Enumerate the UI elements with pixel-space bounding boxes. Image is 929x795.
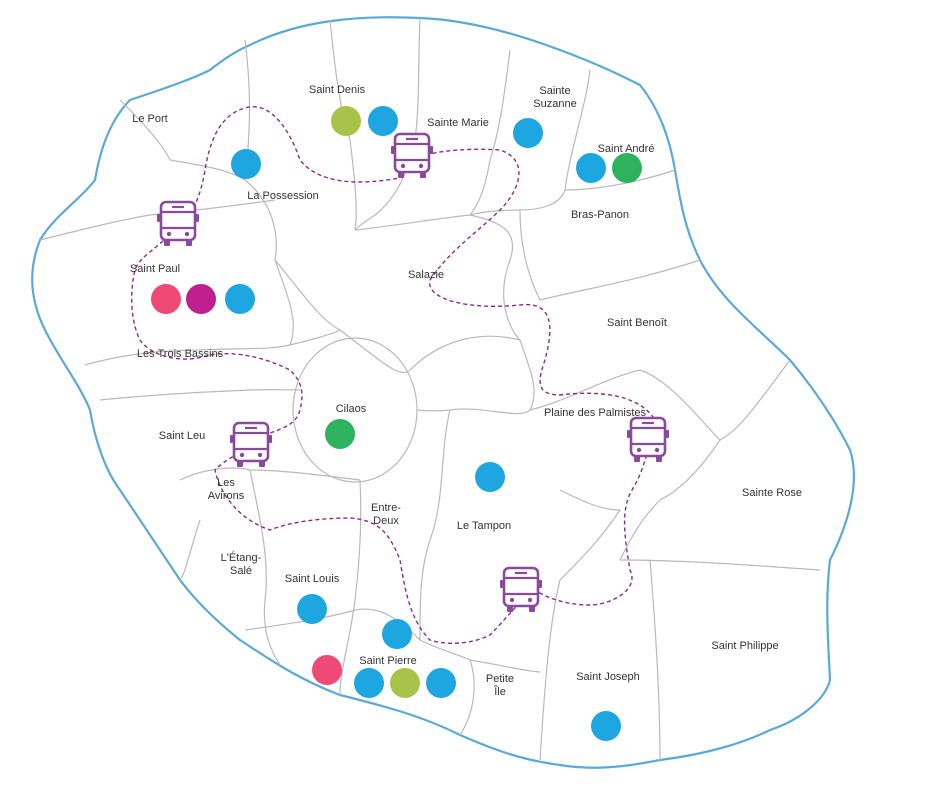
marker-magenta-saint-paul[interactable] [186, 284, 216, 314]
label-l-etang-sale: L'Étang-Salé [221, 551, 262, 577]
label-sainte-marie: Sainte Marie [427, 117, 489, 129]
marker-blue-la-possession[interactable] [231, 149, 261, 179]
commune-boundaries [39, 17, 821, 761]
marker-light-green-saint-pierre[interactable] [390, 668, 420, 698]
marker-green-saint-andre[interactable] [612, 153, 642, 183]
bus-icon[interactable] [389, 132, 435, 180]
bus-icon[interactable] [498, 566, 544, 614]
marker-group [151, 106, 642, 741]
label-saint-andre: Saint André [598, 143, 655, 155]
marker-blue-le-tampon[interactable] [475, 462, 505, 492]
label-saint-joseph: Saint Joseph [576, 671, 640, 683]
bus-icon[interactable] [228, 421, 274, 469]
bus-icon[interactable] [155, 200, 201, 248]
marker-blue-saint-paul[interactable] [225, 284, 255, 314]
island-coastline [31, 16, 856, 769]
label-saint-denis: Saint Denis [309, 84, 366, 96]
marker-blue-saint-pierre[interactable] [354, 668, 384, 698]
marker-blue-saint-denis[interactable] [368, 106, 398, 136]
marker-blue-saint-pierre[interactable] [426, 668, 456, 698]
marker-blue-sainte-suzanne[interactable] [513, 118, 543, 148]
label-les-trois-bassins: Les Trois Bassins [137, 348, 224, 360]
label-la-possession: La Possession [247, 190, 319, 202]
bus-icon[interactable] [625, 416, 671, 464]
label-cilaos: Cilaos [336, 403, 367, 415]
label-le-tampon: Le Tampon [457, 520, 511, 532]
marker-blue-saint-andre[interactable] [576, 153, 606, 183]
label-saint-philippe: Saint Philippe [711, 640, 778, 652]
label-sainte-rose: Sainte Rose [742, 487, 802, 499]
label-saint-paul: Saint Paul [130, 263, 180, 275]
marker-green-cilaos[interactable] [325, 419, 355, 449]
label-salazie: Salazie [408, 269, 444, 281]
label-saint-benoit: Saint Benoît [607, 317, 667, 329]
marker-blue-saint-pierre[interactable] [382, 619, 412, 649]
marker-pink-saint-pierre[interactable] [312, 655, 342, 685]
label-entre-deux: Entre-Deux [371, 502, 401, 527]
bus-route-line [131, 106, 656, 644]
marker-pink-saint-paul[interactable] [151, 284, 181, 314]
label-saint-leu: Saint Leu [159, 430, 205, 442]
marker-light-green-saint-denis[interactable] [331, 106, 361, 136]
marker-blue-saint-joseph[interactable] [591, 711, 621, 741]
label-saint-louis: Saint Louis [285, 573, 340, 585]
marker-blue-saint-louis[interactable] [297, 594, 327, 624]
label-bras-panon: Bras-Panon [571, 209, 629, 221]
label-le-port: Le Port [132, 113, 167, 125]
label-plaine-des-palmistes: Plaine des Palmistes [544, 407, 647, 419]
label-saint-pierre: Saint Pierre [359, 655, 416, 667]
